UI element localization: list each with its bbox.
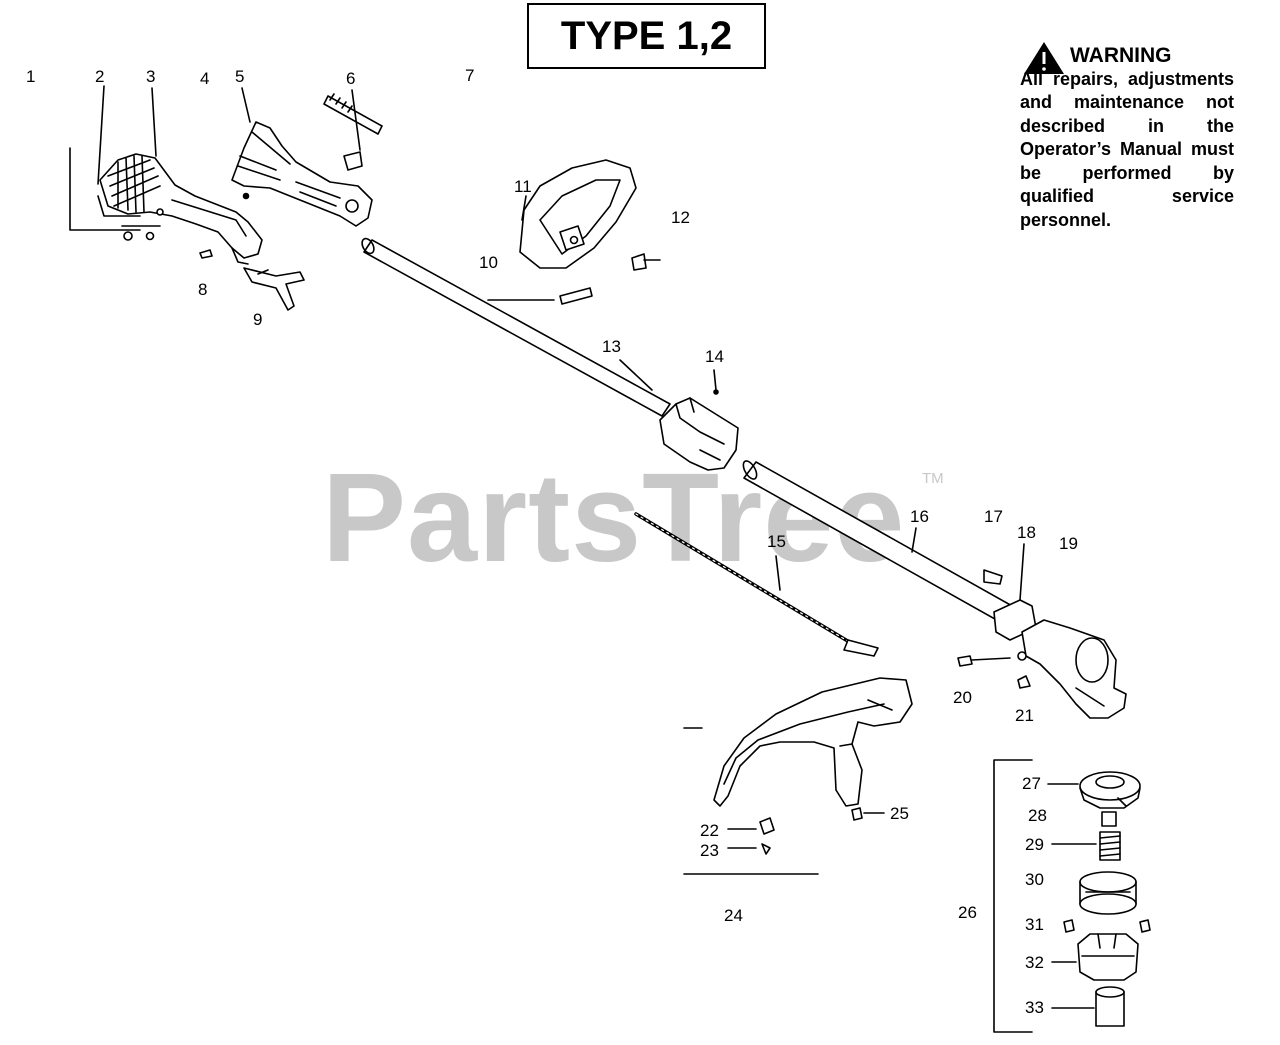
part-label-24: 24 — [724, 906, 743, 925]
part-label-19: 19 — [1059, 534, 1078, 553]
spring — [1099, 831, 1121, 861]
part-label-5: 5 — [235, 67, 245, 86]
head-housing — [1077, 933, 1139, 981]
watermark: PartsTree — [322, 447, 906, 588]
spool — [1079, 871, 1137, 915]
part-label-27: 27 — [1022, 774, 1041, 793]
part-label-26: 26 — [958, 903, 977, 922]
part-label-4: 4 — [200, 69, 210, 88]
part-label-11: 11 — [514, 177, 532, 196]
shaft-coupler — [659, 389, 739, 471]
part-label-15: 15 — [767, 532, 786, 551]
warning-heading-row: WARNING — [1020, 44, 1234, 68]
part-label-1: 1 — [26, 67, 36, 86]
grass-shield — [713, 677, 913, 807]
part-label-25: 25 — [890, 804, 909, 823]
part-label-7: 7 — [465, 66, 475, 85]
part-label-29: 29 — [1025, 835, 1044, 854]
part-label-32: 32 — [1025, 953, 1044, 972]
type-title: TYPE 1,2 — [527, 3, 766, 69]
part-label-20: 20 — [953, 688, 972, 707]
rear-handle-housing — [99, 153, 263, 265]
loop-handle — [519, 159, 637, 269]
part-label-16: 16 — [910, 507, 929, 526]
part-label-13: 13 — [602, 337, 621, 356]
part-label-30: 30 — [1025, 870, 1044, 889]
upper-shaft-tube — [361, 237, 671, 417]
part-label-9: 9 — [253, 310, 263, 329]
warning-triangle-icon — [1024, 42, 1064, 74]
part-label-10: 10 — [479, 253, 498, 272]
warning-heading: WARNING — [1070, 44, 1172, 67]
watermark-trademark: TM — [922, 470, 944, 487]
part-label-17: 17 — [984, 507, 1003, 526]
throttle-trigger — [243, 267, 305, 311]
part-label-23: 23 — [700, 841, 719, 860]
part-label-18: 18 — [1017, 523, 1036, 542]
screw-6 — [323, 93, 383, 135]
warning-text: All repairs, adjustments and maintenance… — [1020, 68, 1234, 230]
part-label-8: 8 — [198, 280, 208, 299]
part-label-12: 12 — [671, 208, 690, 227]
part-label-33: 33 — [1025, 998, 1044, 1017]
part-label-21: 21 — [1015, 706, 1034, 725]
part-label-22: 22 — [700, 821, 719, 840]
spool-cap — [1079, 771, 1141, 809]
handle-housing-5 — [231, 121, 373, 227]
part-label-14: 14 — [705, 347, 724, 366]
flex-drive-cable — [634, 512, 879, 657]
part-label-3: 3 — [146, 67, 156, 86]
part-label-2: 2 — [95, 67, 105, 86]
part-label-28: 28 — [1028, 806, 1047, 825]
gear-head — [1021, 619, 1127, 719]
part-label-31: 31 — [1025, 915, 1044, 934]
leader-2 — [97, 195, 141, 217]
bump-knob — [1095, 986, 1125, 1027]
warning-notice: WARNING All repairs, adjustments and mai… — [1020, 44, 1234, 232]
part-label-6: 6 — [346, 69, 356, 88]
